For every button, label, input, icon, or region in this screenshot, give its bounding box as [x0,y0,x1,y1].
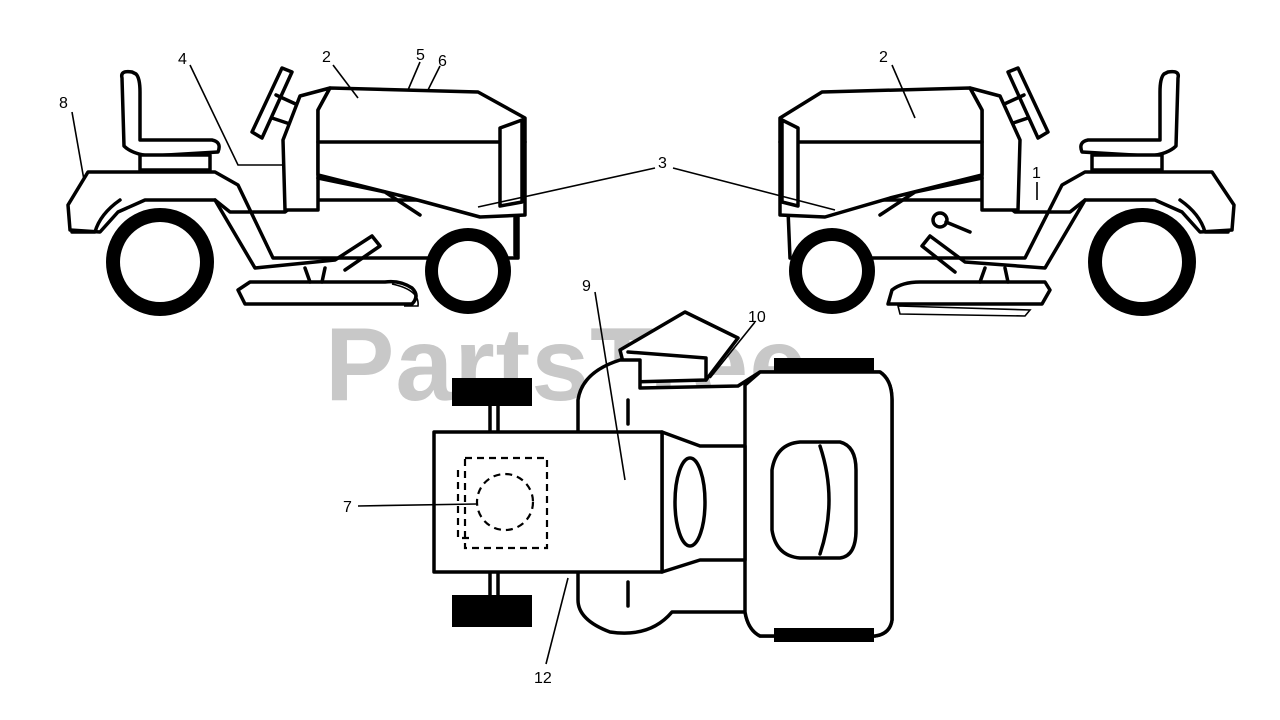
leader-6 [427,65,441,91]
callout-3: 3 [658,155,667,172]
left-seat [119,69,221,158]
left-grille [498,118,524,208]
left-deck-hanger [303,266,327,284]
callout-1: 1 [1032,165,1041,182]
top-decal-area-outer [463,456,549,550]
callout-10: 10 [748,309,766,326]
callout-4: 4 [178,51,187,68]
callout-7: 7 [343,499,352,516]
right-frame [920,198,1087,274]
right-seat-base [1090,153,1164,172]
top-rear-tire-upper [774,358,874,372]
right-front-rim [802,241,862,301]
leader-5 [407,61,421,91]
right-deck-skirt [896,305,1032,317]
leader-8 [71,111,85,181]
leader-2-right [891,64,916,119]
leader-10 [709,321,756,379]
callout-8: 8 [59,95,68,112]
left-seat-base [138,153,212,172]
top-steering-line [626,350,708,382]
right-lift-lever [944,220,972,234]
left-hood-crease [316,176,422,217]
tractor-right-side-view [778,66,1236,317]
top-rear-tire-lower [774,628,874,642]
top-seat [770,440,858,560]
leader-12 [545,577,569,665]
left-hood [316,86,527,219]
callout-6: 6 [438,53,447,70]
right-rear-rim [1102,222,1182,302]
left-front-rim [438,241,498,301]
right-hood-crease [878,176,984,217]
left-fender-edge [70,198,122,234]
callout-2-right: 2 [879,49,888,66]
callout-9: 9 [582,278,591,295]
top-decal-area-shadow [456,470,470,540]
right-lift-knob [931,211,949,229]
left-frame [213,198,382,272]
callout-12: 12 [534,670,552,687]
leader-3-left [477,167,656,208]
top-front-tire-upper [452,378,532,406]
right-steering-wheel [1006,66,1050,140]
leader-9 [594,291,626,481]
left-mower-deck [236,279,418,306]
leader-lines [71,61,1038,665]
left-deck-chute [391,283,419,307]
top-decal-circle [475,472,535,532]
tractor-top-view [432,310,894,642]
leader-7 [357,503,477,507]
top-front-axle-lower [488,570,500,597]
top-front-axle-upper [488,404,500,434]
right-seat [1079,69,1181,158]
leader-3-right [672,167,836,211]
tractor-left-side-view [66,66,527,316]
top-seat-back [818,444,831,556]
top-front-tire-lower [452,595,532,627]
top-console-oval [673,456,707,548]
callout-2-left: 2 [322,49,331,66]
right-deck-hanger [978,266,1010,284]
right-fender-edge [1178,198,1230,234]
leader-2-left [332,64,359,99]
right-grille [780,118,800,208]
left-steering-wheel [250,66,294,140]
right-mower-deck [886,280,1052,306]
leader-4 [189,64,283,166]
callout-labels: 4 2 5 6 8 3 2 1 9 10 7 12 [59,47,1041,687]
callout-5: 5 [416,47,425,64]
right-hood [778,86,984,219]
left-rear-rim [120,222,200,302]
